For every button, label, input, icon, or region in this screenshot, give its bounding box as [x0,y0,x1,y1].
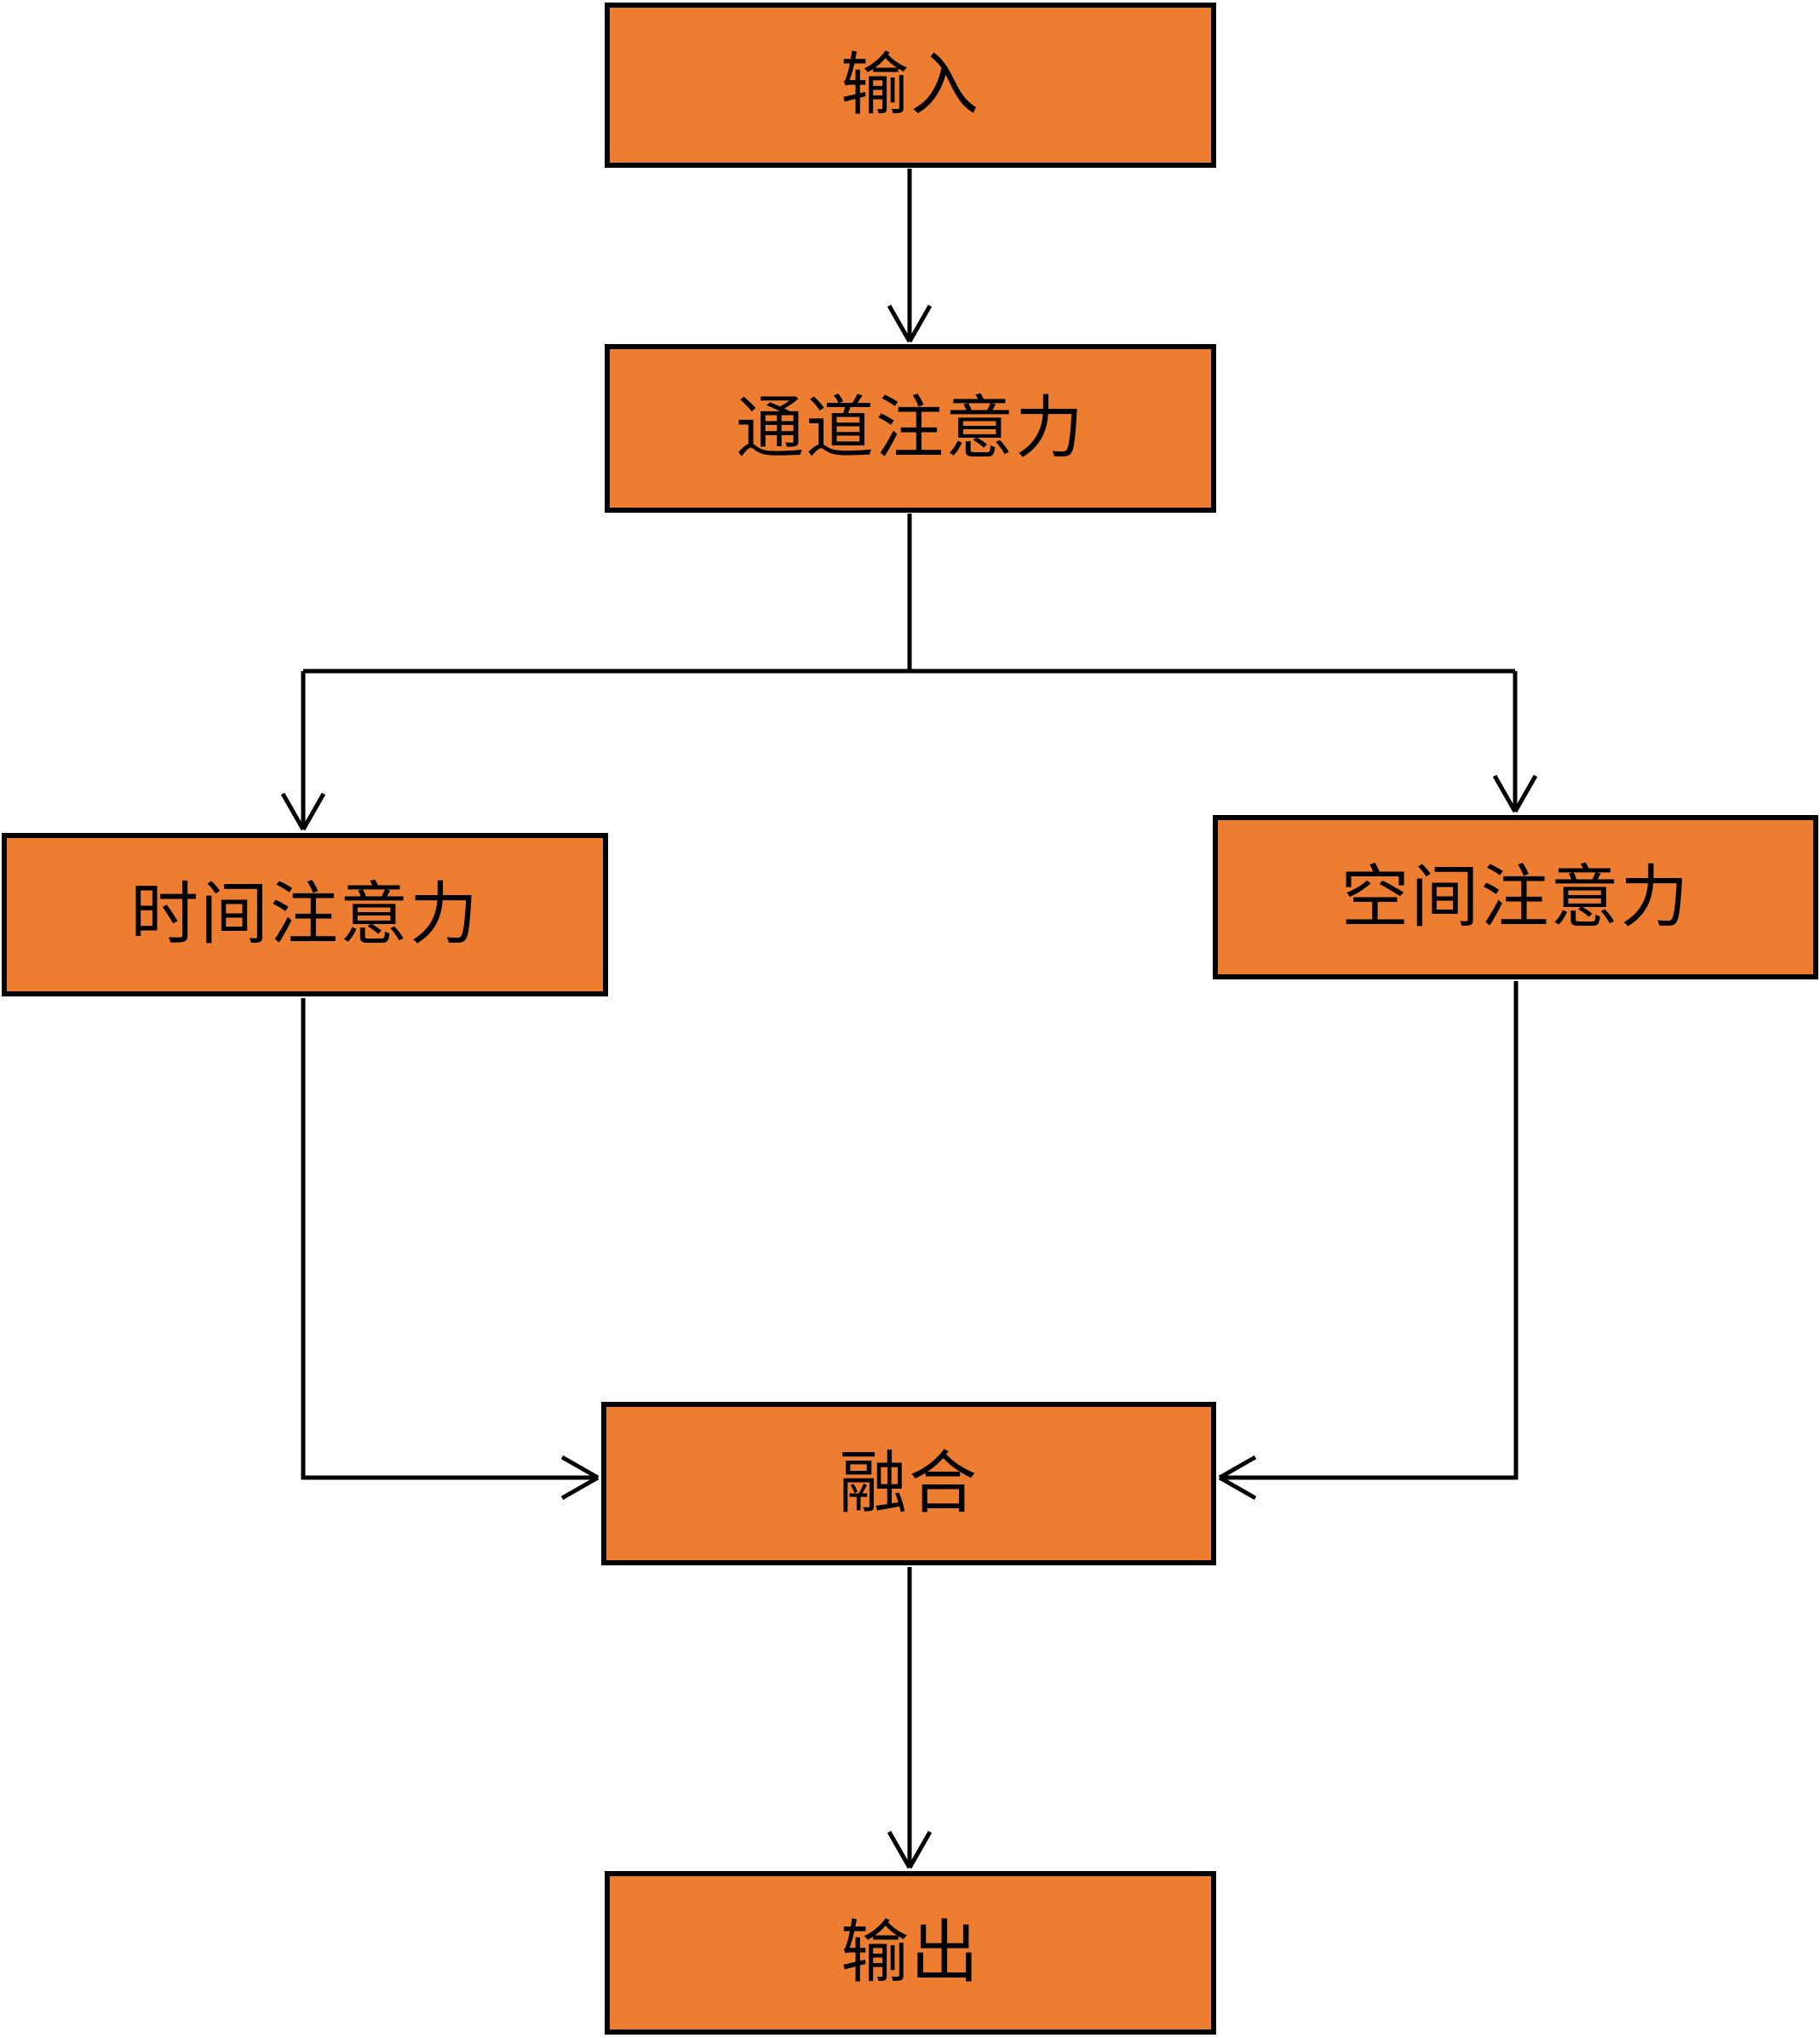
edge-channel-to-temporal [280,671,326,831]
node-temporal-attention: 时间注意力 [2,833,608,996]
arrowhead-icon [1218,1455,1257,1501]
node-fusion-label: 融合 [839,1445,979,1521]
arrowhead-icon [560,1455,600,1501]
node-channel-attention-label: 通道注意力 [736,390,1085,466]
connector-line [301,998,598,1480]
edge-temporal-to-fusion [301,998,600,1501]
node-spatial-attention-label: 空间注意力 [1341,858,1691,935]
edge-spatial-to-fusion [1218,981,1519,1501]
edge-fusion-to-output [887,1567,933,1869]
node-output-label: 输出 [841,1915,980,1990]
arrowhead-icon [280,792,326,831]
node-output: 输出 [605,1871,1216,2035]
connector-line [1220,981,1519,1480]
node-channel-attention: 通道注意力 [605,344,1216,513]
arrowhead-icon [887,304,933,343]
arrowhead-icon [887,1830,933,1869]
node-input-label: 输入 [841,47,980,123]
arrowhead-icon [1492,774,1538,813]
node-temporal-attention-label: 时间注意力 [130,876,479,952]
edge-channel-to-spatial [1492,671,1538,813]
connector-line [303,514,1515,674]
node-spatial-attention: 空间注意力 [1213,815,1818,979]
edge-input-to-channel [887,169,933,343]
node-input: 输入 [605,3,1216,168]
node-fusion: 融合 [601,1402,1216,1565]
edge-channel-branch [303,514,1515,674]
